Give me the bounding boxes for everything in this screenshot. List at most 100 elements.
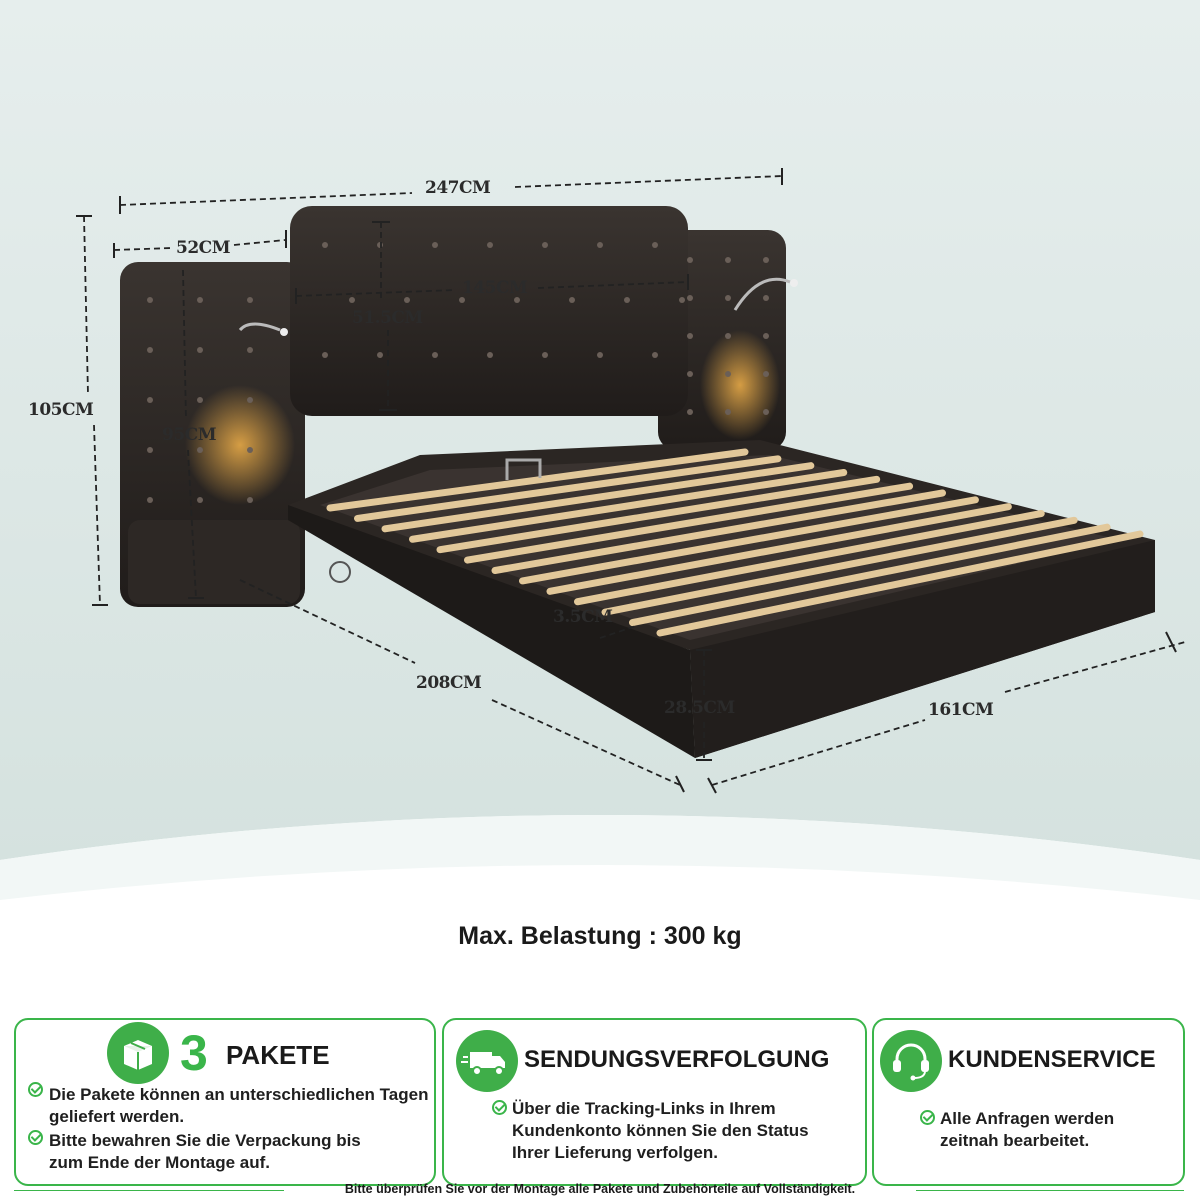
tuft-button bbox=[197, 397, 203, 403]
tuft-button bbox=[247, 347, 253, 353]
bed-slat bbox=[491, 489, 946, 574]
bed-slat bbox=[519, 496, 979, 585]
dim-total-height: 105CM bbox=[28, 400, 94, 420]
reading-lamp-left bbox=[238, 322, 288, 336]
check-icon bbox=[28, 1082, 43, 1097]
tuft-button bbox=[197, 497, 203, 503]
card-service-title: KUNDENSERVICE bbox=[948, 1046, 1156, 1073]
tuft-button bbox=[404, 297, 410, 303]
tuft-button bbox=[725, 371, 731, 377]
card-tracking-title: SENDUNGSVERFOLGUNG bbox=[524, 1046, 830, 1073]
dim-slat-gap: 3.5CM bbox=[553, 607, 613, 627]
tuft-button bbox=[487, 352, 493, 358]
tuft-button bbox=[597, 242, 603, 248]
check-icon bbox=[28, 1130, 43, 1145]
tuft-button bbox=[147, 297, 153, 303]
tuft-button bbox=[624, 297, 630, 303]
dim-frame-width: 161CM bbox=[928, 700, 994, 720]
bed-slat bbox=[601, 516, 1078, 616]
tuft-button bbox=[377, 242, 383, 248]
tuft-button bbox=[459, 297, 465, 303]
tuft-button bbox=[514, 297, 520, 303]
right-side-panel bbox=[658, 230, 786, 450]
max-load-label: Max. Belastung : 300 kg bbox=[458, 922, 742, 950]
tuft-button bbox=[147, 347, 153, 353]
check-icon bbox=[492, 1100, 507, 1115]
tuft-button bbox=[763, 409, 769, 415]
tuft-button bbox=[349, 297, 355, 303]
tuft-button bbox=[725, 409, 731, 415]
card-packages-number: 3 bbox=[180, 1025, 208, 1081]
dim-frame-height: 28.5CM bbox=[664, 698, 735, 718]
delivery-truck-icon bbox=[456, 1030, 518, 1092]
tuft-button bbox=[687, 333, 693, 339]
bed-slat bbox=[574, 510, 1045, 606]
tuft-button bbox=[247, 497, 253, 503]
tuft-button bbox=[542, 242, 548, 248]
left-side-panel bbox=[120, 262, 305, 607]
card-tracking: SENDUNGSVERFOLGUNG Über die Tracking-Lin… bbox=[442, 1018, 867, 1186]
bed-slat bbox=[629, 523, 1111, 627]
tuft-button bbox=[763, 333, 769, 339]
bed-slat bbox=[381, 462, 815, 533]
tuft-button bbox=[569, 297, 575, 303]
dim-frame-length: 208CM bbox=[416, 673, 482, 693]
card-packages-item-2: Bitte bewahren Sie die Verpackung bis zu… bbox=[49, 1131, 361, 1172]
card-tracking-item-1: Über die Tracking-Links in Ihrem Kundenk… bbox=[512, 1099, 809, 1162]
tuft-button bbox=[377, 352, 383, 358]
tuft-button bbox=[432, 242, 438, 248]
tuft-button bbox=[147, 447, 153, 453]
tuft-button bbox=[763, 371, 769, 377]
tuft-button bbox=[597, 352, 603, 358]
dim-side-panel-width: 52CM bbox=[176, 238, 231, 258]
card-customer-service: KUNDENSERVICE Alle Anfragen werden zeitn… bbox=[872, 1018, 1185, 1186]
bed-slat bbox=[326, 448, 749, 512]
tuft-button bbox=[147, 497, 153, 503]
tuft-button bbox=[652, 242, 658, 248]
bed-slat bbox=[409, 469, 848, 543]
tuft-button bbox=[687, 371, 693, 377]
tuft-button bbox=[487, 242, 493, 248]
tuft-button bbox=[687, 295, 693, 301]
bed-slat bbox=[464, 482, 914, 564]
check-icon bbox=[920, 1110, 935, 1125]
tuft-button bbox=[247, 397, 253, 403]
dim-total-width: 247CM bbox=[425, 178, 491, 198]
dim-headboard-height: 51.5CM bbox=[352, 308, 423, 328]
tuft-button bbox=[542, 352, 548, 358]
tuft-button bbox=[147, 397, 153, 403]
dim-headboard-width: 145CM bbox=[462, 278, 528, 298]
footer-line bbox=[14, 1190, 284, 1191]
bed-slat bbox=[546, 503, 1012, 595]
footer-line bbox=[916, 1190, 1184, 1191]
headset-icon bbox=[880, 1030, 942, 1092]
headboard bbox=[290, 206, 688, 416]
tuft-button bbox=[247, 447, 253, 453]
bed-slat bbox=[436, 475, 881, 554]
tuft-button bbox=[763, 295, 769, 301]
tuft-button bbox=[763, 257, 769, 263]
tuft-button bbox=[687, 257, 693, 263]
tuft-button bbox=[725, 295, 731, 301]
footer-note: Bitte überprüfen Sie vor der Montage all… bbox=[344, 1182, 856, 1196]
package-icon bbox=[107, 1022, 169, 1084]
dim-side-panel-height: 95CM bbox=[162, 425, 217, 445]
tuft-button bbox=[687, 409, 693, 415]
dimension-ticks bbox=[76, 168, 1177, 794]
card-service-item-1: Alle Anfragen werden zeitnah bearbeitet. bbox=[940, 1109, 1115, 1150]
tuft-button bbox=[197, 297, 203, 303]
tuft-button bbox=[197, 447, 203, 453]
card-packages: 3 PAKETE Die Pakete können an unterschie… bbox=[14, 1018, 436, 1186]
card-packages-item-1: Die Pakete können an unterschiedlichen T… bbox=[49, 1085, 429, 1126]
bed-slat bbox=[656, 530, 1144, 637]
tuft-button bbox=[322, 242, 328, 248]
tuft-button bbox=[247, 297, 253, 303]
tuft-button bbox=[679, 297, 685, 303]
tuft-button bbox=[197, 347, 203, 353]
tuft-button bbox=[432, 352, 438, 358]
reading-lamp-right bbox=[733, 277, 798, 311]
dimension-lines bbox=[83, 175, 1186, 786]
tuft-button bbox=[725, 257, 731, 263]
tuft-button bbox=[725, 333, 731, 339]
